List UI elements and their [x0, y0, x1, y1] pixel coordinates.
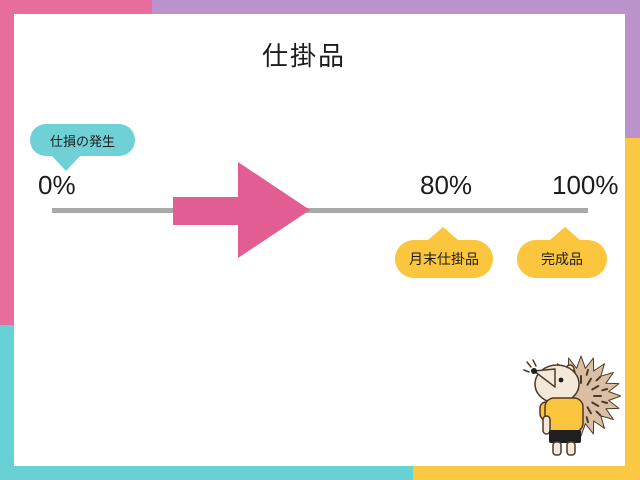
frame-right-purple [625, 14, 640, 138]
callout-ending-wip-pointer [428, 227, 458, 240]
progress-arrow-shaft [173, 197, 239, 225]
progress-line [52, 208, 588, 213]
callout-spoilage-pointer [52, 156, 80, 171]
label-100-percent: 100% [552, 170, 619, 200]
callout-finished-goods-label: 完成品 [541, 251, 583, 267]
frame-top-pink [0, 0, 152, 14]
progress-arrow-head [238, 162, 310, 258]
callout-ending-wip: 月末仕掛品 [395, 227, 493, 278]
callout-finished-goods-pointer [550, 227, 580, 240]
frame-left-teal [0, 325, 14, 466]
label-0-percent: 0% [38, 170, 76, 200]
callout-spoilage: 仕損の発生 [30, 124, 135, 171]
frame-bottom-teal [0, 466, 413, 480]
frame-bottom-yellow [413, 466, 640, 480]
frame-left-pink [0, 14, 14, 325]
page-title: 仕掛品 [261, 41, 346, 71]
hedgehog-icon [523, 355, 621, 456]
callout-spoilage-label: 仕損の発生 [49, 133, 115, 149]
frame-right-yellow [625, 138, 640, 466]
callout-finished-goods: 完成品 [517, 227, 607, 278]
label-80-percent: 80% [420, 170, 473, 200]
callout-ending-wip-label: 月末仕掛品 [409, 251, 479, 267]
frame-top-purple [152, 0, 640, 14]
